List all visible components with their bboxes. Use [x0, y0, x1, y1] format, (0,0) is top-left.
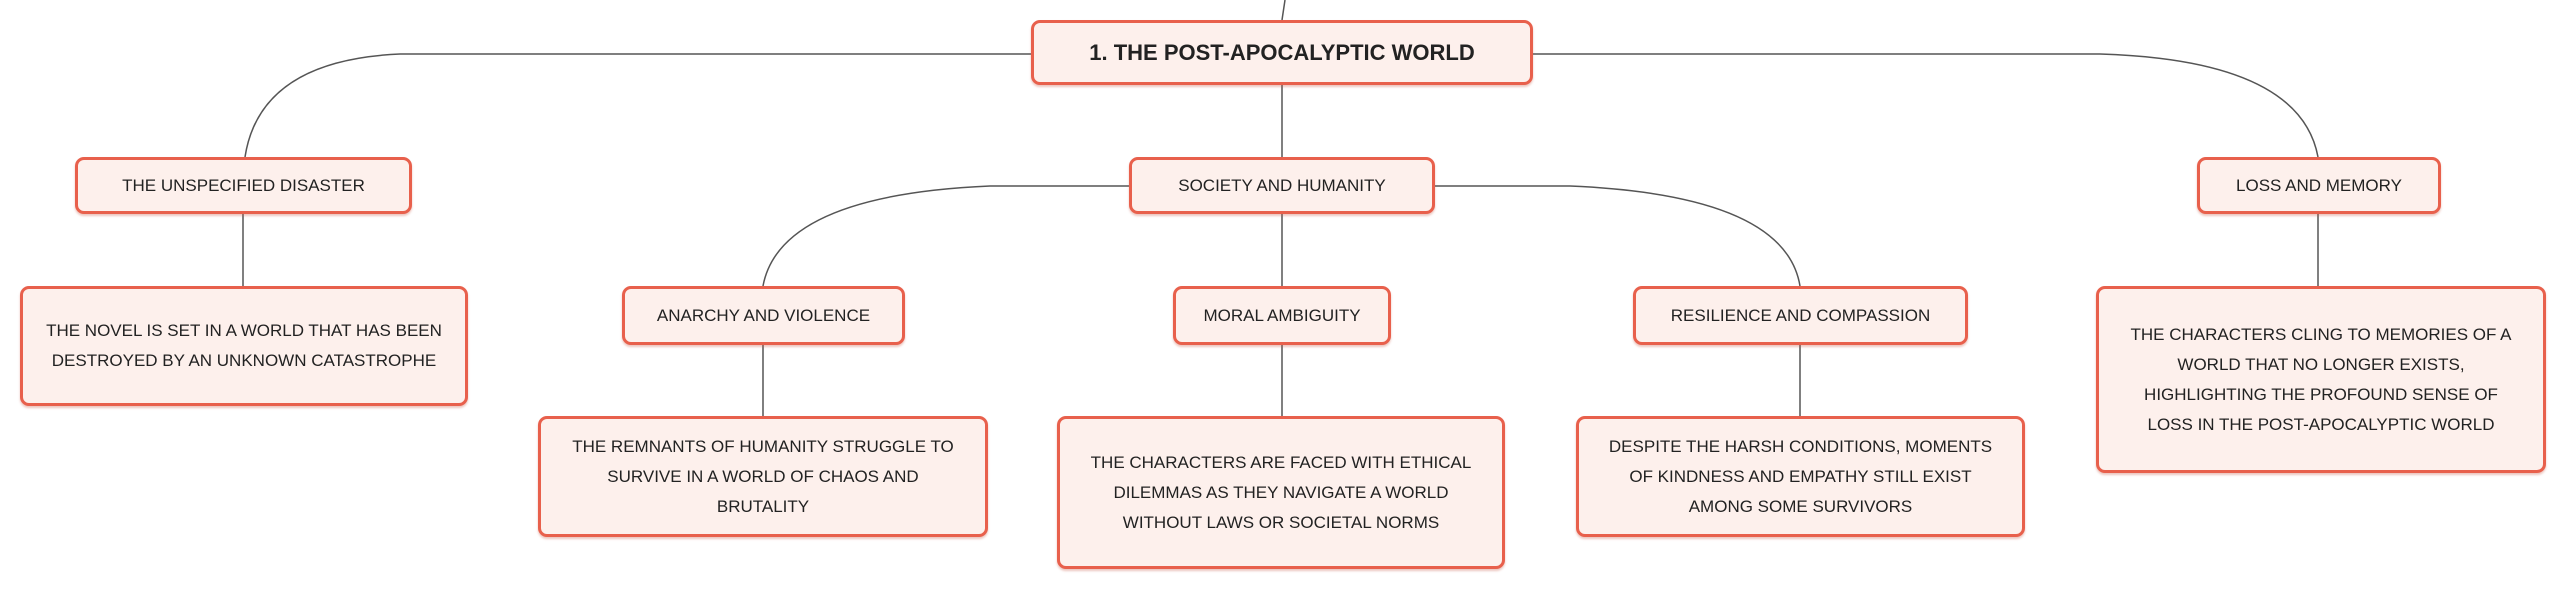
node-label: MORAL AMBIGUITY [1203, 305, 1361, 325]
node-moral-ambiguity[interactable]: MORAL AMBIGUITY [1173, 286, 1391, 345]
node-society-humanity[interactable]: SOCIETY AND HUMANITY [1129, 157, 1435, 214]
link-root-disaster [244, 53, 1031, 158]
node-anarchy-violence[interactable]: ANARCHY AND VIOLENCE [622, 286, 905, 345]
node-label: RESILIENCE AND COMPASSION [1670, 305, 1931, 325]
node-text: THE CHARACTERS CLING TO MEMORIES OF A WO… [2130, 324, 2512, 434]
node-label: THE UNSPECIFIED DISASTER [122, 175, 365, 195]
link-society-anarchy [762, 185, 1129, 287]
node-label: SOCIETY AND HUMANITY [1178, 175, 1386, 195]
root-label: 1. THE POST-APOCALYPTIC WORLD [1089, 39, 1475, 65]
node-unspecified-disaster[interactable]: THE UNSPECIFIED DISASTER [75, 157, 412, 214]
node-label: LOSS AND MEMORY [2236, 175, 2402, 195]
link-society-resilience [1435, 185, 1801, 287]
node-text: THE CHARACTERS ARE FACED WITH ETHICAL DI… [1090, 452, 1472, 532]
node-text: THE REMNANTS OF HUMANITY STRUGGLE TO SUR… [572, 436, 954, 516]
link-root-loss [1533, 53, 2319, 158]
detail-anarchy-violence[interactable]: THE REMNANTS OF HUMANITY STRUGGLE TO SUR… [538, 416, 988, 537]
node-text: DESPITE THE HARSH CONDITIONS, MOMENTS OF… [1608, 436, 1993, 516]
node-label: ANARCHY AND VIOLENCE [656, 305, 871, 325]
link-parent [1281, 0, 1286, 21]
detail-unspecified-disaster[interactable]: THE NOVEL IS SET IN A WORLD THAT HAS BEE… [20, 286, 468, 406]
node-resilience-compassion[interactable]: RESILIENCE AND COMPASSION [1633, 286, 1968, 345]
root-node[interactable]: 1. THE POST-APOCALYPTIC WORLD [1031, 20, 1533, 85]
node-text: THE NOVEL IS SET IN A WORLD THAT HAS BEE… [46, 321, 442, 370]
node-loss-memory[interactable]: LOSS AND MEMORY [2197, 157, 2441, 214]
detail-loss-memory[interactable]: THE CHARACTERS CLING TO MEMORIES OF A WO… [2096, 286, 2546, 473]
detail-moral-ambiguity[interactable]: THE CHARACTERS ARE FACED WITH ETHICAL DI… [1057, 416, 1505, 569]
detail-resilience-compassion[interactable]: DESPITE THE HARSH CONDITIONS, MOMENTS OF… [1576, 416, 2025, 537]
